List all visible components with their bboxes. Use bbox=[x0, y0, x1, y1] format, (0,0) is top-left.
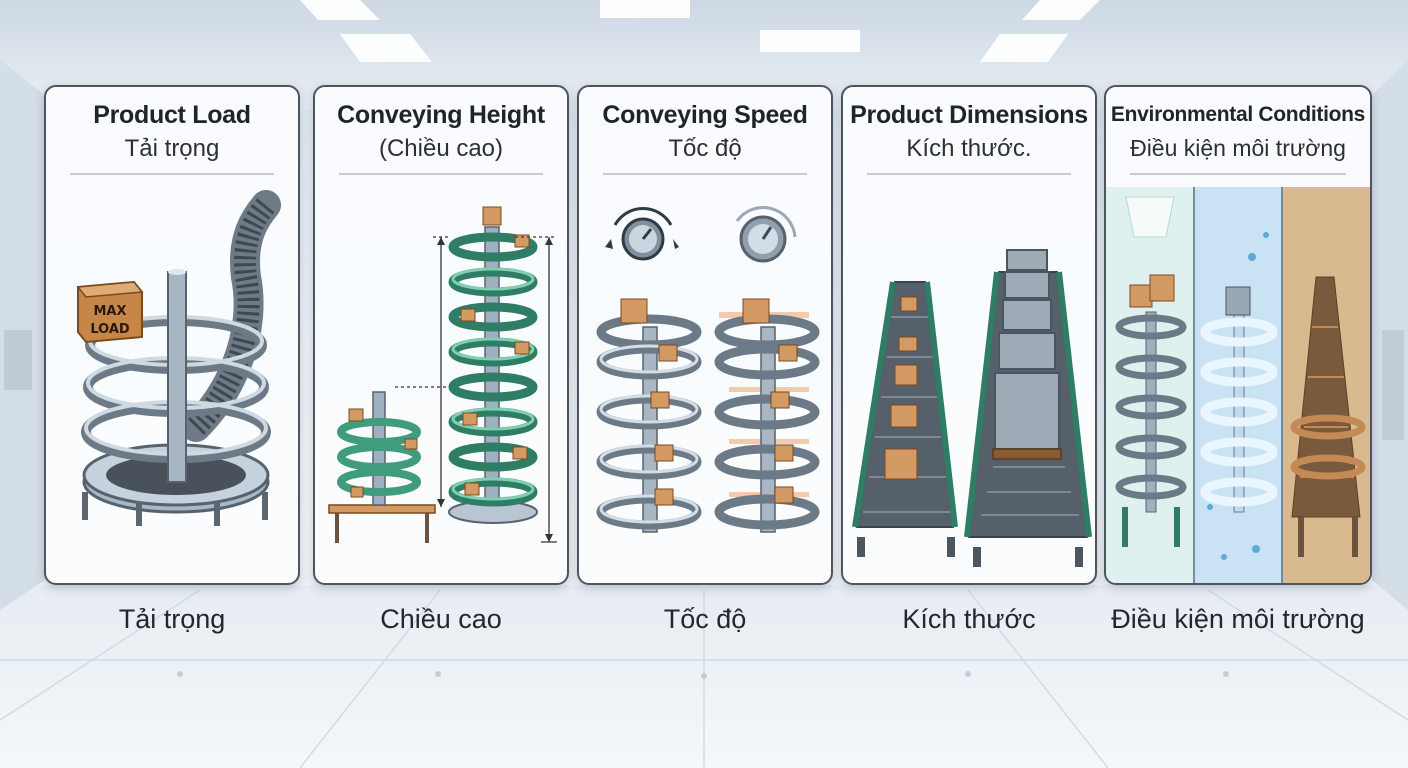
panel-environmental-conditions: Environmental Conditions Điều kiện môi t… bbox=[1104, 85, 1372, 585]
speed-gauge-icon bbox=[735, 206, 797, 263]
divider bbox=[339, 173, 543, 175]
panel-conveying-speed: Conveying Speed Tốc độ bbox=[577, 85, 833, 585]
spiral-conveyor-heavy-load-illustration: MAX LOAD bbox=[76, 190, 281, 526]
panel-title: Environmental Conditions bbox=[1110, 103, 1366, 126]
panel-subtitle: Tải trọng bbox=[124, 135, 220, 162]
panel-title: Product Load bbox=[93, 101, 251, 129]
panel-product-load: Product Load Tải trọng MAX bbox=[44, 85, 300, 585]
panel-title: Conveying Height bbox=[337, 101, 545, 129]
divider bbox=[603, 173, 807, 175]
divider bbox=[70, 173, 274, 175]
panel-title: Conveying Speed bbox=[602, 101, 808, 129]
spiral-speed-comparison-illustration bbox=[596, 206, 820, 533]
caption-product-load: Tải trọng bbox=[118, 604, 226, 634]
caption-conveying-speed: Tốc độ bbox=[663, 604, 747, 634]
panel-subtitle: (Chiều cao) bbox=[378, 135, 504, 162]
panel-subtitle: Tốc độ bbox=[668, 135, 742, 162]
caption-product-dimensions: Kích thước bbox=[902, 604, 1036, 634]
speed-gauge-icon bbox=[605, 207, 679, 261]
panel-subtitle: Kích thước. bbox=[906, 135, 1032, 162]
caption-conveying-height: Chiều cao bbox=[380, 604, 502, 634]
caption-environmental-conditions: Điều kiện môi trường bbox=[1111, 604, 1365, 634]
panel-subtitle: Điều kiện môi trường bbox=[1130, 135, 1346, 161]
environment-variants-illustration bbox=[1106, 187, 1370, 583]
panel-title: Product Dimensions bbox=[850, 101, 1088, 129]
panel-conveying-height: Conveying Height (Chiều cao) bbox=[313, 85, 569, 585]
divider bbox=[1130, 173, 1346, 175]
panel-product-dimensions: Product Dimensions Kích thước. bbox=[841, 85, 1097, 585]
max-load-label: MAX bbox=[93, 304, 126, 319]
inclined-conveyor-dimensions-illustration bbox=[852, 249, 1092, 567]
divider bbox=[867, 173, 1071, 175]
svg-text:LOAD: LOAD bbox=[90, 322, 130, 337]
spiral-height-comparison-illustration bbox=[328, 206, 557, 543]
